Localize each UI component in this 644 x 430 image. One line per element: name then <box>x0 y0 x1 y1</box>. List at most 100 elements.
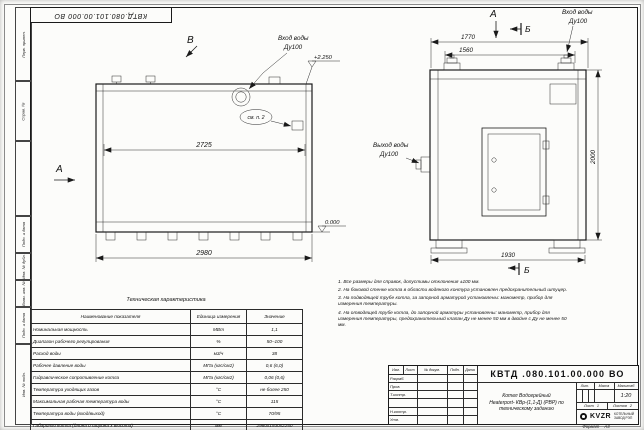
tech-table-cell: 2980х1930х2250 <box>246 419 303 430</box>
tb-row-utv: Утв. <box>390 417 400 422</box>
gear-icon <box>579 413 587 420</box>
margin-label: Инв. № подл. <box>21 371 27 397</box>
view-label-b: В <box>187 35 194 46</box>
tech-header-name: Наименование показателя <box>30 309 191 324</box>
sheet-outer-border <box>4 4 641 427</box>
divider-line <box>607 402 608 409</box>
margin-label: Взам. инв. № <box>21 281 26 306</box>
side-inlet-dn-label: Ду100 <box>283 44 303 51</box>
dim-2725: 2725 <box>195 142 212 149</box>
side-view-dimensions: 2725 2980 0.000 +2.250 <box>95 55 346 262</box>
tb-col-list: Лист <box>405 368 415 372</box>
dim-2000: 2000 <box>590 150 597 166</box>
margin-cell-sprav: Справ. № <box>15 80 32 142</box>
front-view-dimensions: 1770 1560 2000 1930 <box>430 34 602 264</box>
tb-col-izm: Изм. <box>392 368 400 372</box>
rotated-designation-stamp: КВТД.080.101.00.000 ВО <box>30 7 172 23</box>
tb-row-empty <box>390 398 416 407</box>
tech-table-cell: 0,6 (6,0) <box>246 359 303 372</box>
note-item: 1. Все размеры для справок, допустимы от… <box>338 280 480 285</box>
title-block: Изм. Лист № докум. Подп. Дата Разраб. Пр… <box>388 365 639 425</box>
front-view-labels: А Б Б Вход воды Ду100 Выход воды Ду100 <box>373 8 593 275</box>
divider-line <box>389 398 477 399</box>
tech-table-cell: °С <box>190 407 247 420</box>
front-outlet-dn-label: Ду100 <box>379 151 399 158</box>
boiler-door <box>481 127 550 217</box>
divider-line <box>576 382 577 424</box>
front-inlet-dn-label: Ду100 <box>568 18 588 25</box>
tech-table-cell: 0,06 (0,6) <box>246 371 303 384</box>
notes-list: 1. Все размеры для справок, допустимы от… <box>338 280 568 331</box>
divider-line <box>576 402 638 403</box>
tb-col-data: Дата <box>465 368 475 372</box>
tb-col-podp: Подп. <box>450 368 460 372</box>
divider-line <box>389 415 477 416</box>
divider-line <box>417 366 418 424</box>
tech-table-title: Техническая характеристика <box>126 297 206 303</box>
divider-line <box>576 389 638 390</box>
note-item: 2. На боковой стенке котла в области вод… <box>338 288 568 294</box>
boiler-side-view-outline <box>95 75 313 241</box>
format-value: А3 <box>604 424 610 429</box>
tech-table-cell: не более 250 <box>246 383 303 396</box>
note-item: 4. На отводящей трубе котла, до запорной… <box>338 310 567 328</box>
section-label-b-top: Б <box>525 24 531 34</box>
tech-table-row: Габариты котла (длина и ширина х высота)… <box>30 419 303 430</box>
tb-designation: КВТД .080.101.00.000 ВО <box>490 369 625 379</box>
front-inlet-label: Вход воды <box>562 8 593 16</box>
company-name: КОТЕЛЬНЫЙ ЗАВОД РЭП <box>614 412 634 421</box>
tech-table-cell: Габариты котла (длина и ширина х высота) <box>30 419 191 430</box>
view-label-a: А <box>489 9 497 20</box>
divider-line <box>594 382 595 402</box>
tech-table-header-row: Наименование показателя Единица измерени… <box>30 309 303 324</box>
tb-company-cell: KVZR КОТЕЛЬНЫЙ ЗАВОД РЭП <box>576 409 638 424</box>
tb-row-prov: Пров. <box>390 383 401 389</box>
tech-table-cell: Температура воды (вход/выход) <box>30 407 191 420</box>
tech-table-cell: мм <box>190 419 247 430</box>
side-view-labels: В А Вход воды Ду100 см. п. 2 <box>54 34 309 183</box>
tech-table-row: Диапазон рабочего регулирования%50–100 <box>30 335 303 348</box>
tb-sheet-label: Лист <box>584 403 594 408</box>
drawing-canvas: 2725 2980 0.000 +2.250 В А Вход воды Ду1… <box>54 8 602 275</box>
tb-sheets-value: 2 <box>629 403 632 408</box>
view-arrow-label-a: А <box>55 164 63 175</box>
tech-header-unit: Единица измерения <box>190 309 247 324</box>
tb-sheets-label: Листов <box>613 403 627 408</box>
divider-line <box>588 389 589 402</box>
margin-cell-podp-data-1: Подп. и дата <box>15 215 32 254</box>
side-inlet-label: Вход воды <box>278 34 309 42</box>
divider-line <box>403 366 404 374</box>
side-inlet-flange-symbol <box>231 87 251 107</box>
dim-1930: 1930 <box>501 252 516 259</box>
tech-table-cell: 50–100 <box>246 335 303 348</box>
divider-line <box>389 374 477 375</box>
margin-cell-inv-dubl: Инв. № дубл. <box>15 252 32 281</box>
tb-sheet-value: 1 <box>596 403 599 408</box>
level-mark-zero: 0.000 <box>325 220 340 226</box>
tb-col-ndokum: № докум. <box>424 368 440 372</box>
tech-table-cell: МПа (кгс/см2) <box>190 371 247 384</box>
tech-table-cell: 115 <box>246 395 303 408</box>
tb-sheets-cell: Листов 2 <box>607 402 638 409</box>
tb-name-line2: Heaterport- КВр-(1,1-Д) (РВР) по <box>489 399 564 406</box>
tech-table-cell: 38 <box>246 347 303 360</box>
margin-label: Перв. примен. <box>21 31 26 58</box>
margin-label: Справ. № <box>21 101 26 121</box>
tb-document-name: Котел Водогрейный Heaterport- КВр-(1,1-Д… <box>477 382 576 424</box>
tech-table-cell: Номинальная мощность <box>30 323 191 336</box>
divider-line <box>447 366 448 424</box>
dim-2980: 2980 <box>195 250 212 257</box>
margin-cell-empty <box>15 140 32 217</box>
see-note-callout: см. п. 2 <box>247 115 264 121</box>
tb-row-nkontr: Н.контр. <box>390 408 407 414</box>
tech-table-cell: МПа (кгс/см2) <box>190 359 247 372</box>
tech-header-value: Значение <box>246 309 303 324</box>
tech-table-cell: % <box>190 335 247 348</box>
tb-row-razrab: Разраб. <box>390 375 405 381</box>
